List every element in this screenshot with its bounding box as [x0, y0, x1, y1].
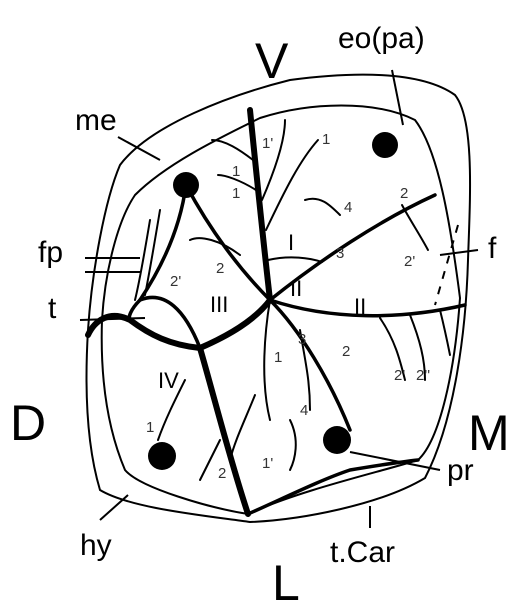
orientation-ventral: V — [255, 33, 289, 89]
branch-order: 2' — [170, 273, 181, 290]
branch-k — [440, 310, 450, 355]
orientation-dorsal: D — [10, 395, 46, 451]
branch-order: 2 — [218, 465, 226, 482]
dot-upper-right — [372, 132, 398, 158]
branch-order: 4 — [300, 402, 308, 419]
region-II-center: II — [290, 276, 302, 301]
branch-order: 2 — [216, 260, 224, 277]
branch-n — [290, 420, 296, 470]
branch-order: 1' — [262, 455, 273, 472]
region-I: I — [288, 230, 294, 255]
label-eo-pa: eo(pa) — [338, 22, 425, 55]
dot-lower-left — [148, 442, 176, 470]
branch-order: 3 — [298, 331, 306, 348]
label-pr: pr — [447, 454, 474, 487]
leader-hy — [100, 495, 128, 520]
branch-c — [262, 120, 285, 200]
vein-lower-mid — [264, 300, 270, 420]
region-III: III — [210, 292, 228, 317]
branch-order: 1 — [232, 163, 240, 180]
label-hy: hy — [80, 529, 112, 562]
branch-h — [402, 205, 428, 250]
branch-e — [305, 199, 340, 215]
vein-upper-left — [129, 185, 186, 320]
label-f: f — [488, 232, 497, 265]
branch-order: 1' — [262, 135, 273, 152]
branch-order: 1 — [322, 131, 330, 148]
branch-order: 1 — [274, 349, 282, 366]
branch-order: 4 — [344, 199, 352, 216]
branch-order: 3 — [336, 245, 344, 262]
branch-g — [190, 238, 240, 255]
orientation-lateral: L — [272, 555, 300, 605]
dot-lower-right — [323, 426, 351, 454]
branch-d — [266, 140, 318, 230]
branch-order: 2' — [404, 253, 415, 270]
branch-o — [200, 440, 220, 480]
orientation-medial: M — [468, 405, 510, 461]
label-me: me — [75, 104, 117, 137]
branch-m — [230, 395, 255, 460]
label-fp: fp — [38, 236, 63, 269]
branch-order: 1 — [146, 419, 154, 436]
branch-order: 2 — [400, 185, 408, 202]
branch-order: 2'' — [416, 367, 430, 384]
leader-me — [118, 137, 160, 160]
branch-f — [268, 257, 322, 262]
branch-order: 2' — [394, 367, 405, 384]
main-vein-dorsal — [88, 316, 200, 348]
leader-f — [440, 250, 478, 255]
label-t-car: t.Car — [330, 536, 395, 569]
branch-a — [212, 140, 253, 160]
region-II-right: II — [354, 294, 366, 319]
branch-order: 2 — [342, 343, 350, 360]
leader-eo-pa — [392, 70, 403, 125]
branch-order: 1 — [232, 185, 240, 202]
region-IV: IV — [158, 368, 179, 393]
dot-upper-left — [173, 172, 199, 198]
label-t: t — [48, 292, 57, 325]
